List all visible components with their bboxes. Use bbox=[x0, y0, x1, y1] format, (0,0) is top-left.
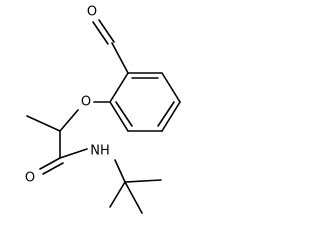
carbonyl-oxygen-label: O bbox=[25, 171, 35, 186]
methyl-bond bbox=[26, 115, 61, 132]
carbonyl-double-bond-1 bbox=[39, 157, 61, 170]
aldehyde-co-double-bond-2 bbox=[92, 21, 109, 45]
aldehyde-ch-bond bbox=[111, 42, 129, 74]
molecule-diagram: O O O NH bbox=[25, 5, 181, 214]
ring-bond-6 bbox=[109, 72, 129, 103]
tbutyl-methyl-2 bbox=[109, 181, 126, 208]
aldehyde-oxygen-label: O bbox=[87, 5, 97, 20]
tbutyl-methyl-3 bbox=[124, 181, 143, 214]
carbonyl-double-bond-2 bbox=[42, 162, 64, 175]
ring-bond-5-inner bbox=[115, 101, 133, 127]
ring-bond-2 bbox=[161, 72, 181, 103]
amide-cn-bond bbox=[59, 148, 88, 159]
aldehyde-co-double-bond-1 bbox=[98, 19, 115, 43]
n-tbutyl-bond bbox=[114, 159, 126, 183]
ether-oxygen-label: O bbox=[81, 95, 91, 110]
ring-bond-3-inner bbox=[157, 101, 175, 127]
ring-bond-3 bbox=[161, 101, 181, 132]
tbutyl-methyl-1 bbox=[124, 179, 162, 183]
ether-alkyl-bond bbox=[59, 109, 79, 132]
ring-bond-5 bbox=[109, 101, 129, 132]
amide-nitrogen-label: NH bbox=[90, 144, 110, 159]
structure-canvas: O O O NH bbox=[25, 5, 181, 214]
